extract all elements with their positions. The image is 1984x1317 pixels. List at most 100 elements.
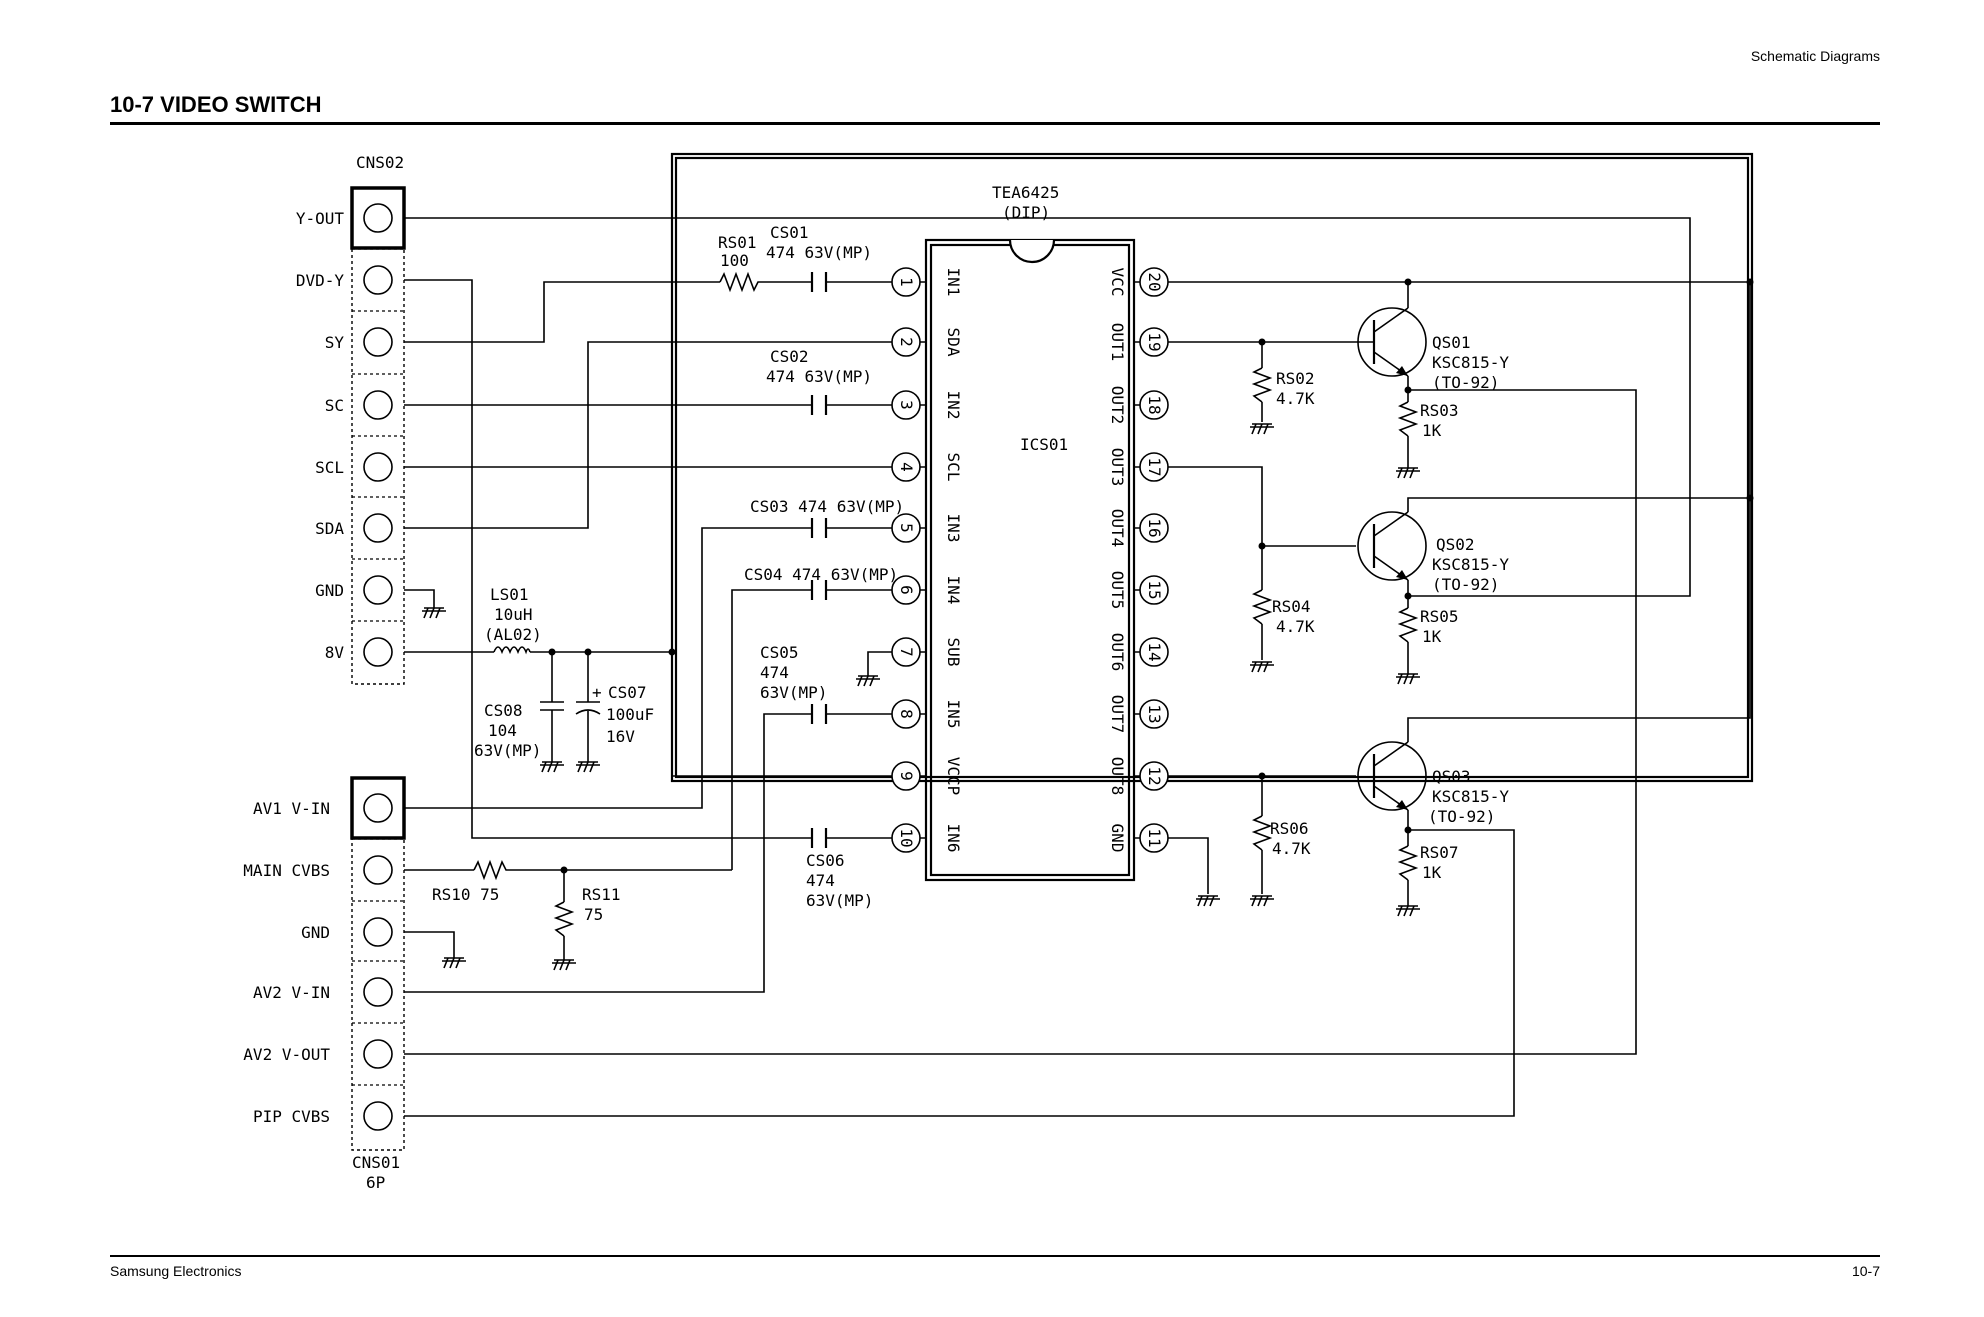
cns01-type: 6P	[366, 1173, 385, 1192]
ic-right-pin-number: 20	[1145, 272, 1164, 291]
cns02-pin-circle	[363, 575, 393, 605]
ic-right-pin-name: OUT5	[1108, 571, 1127, 610]
cns01-pin-label: PIP CVBS	[253, 1107, 330, 1126]
ic-left-pin-number: 8	[897, 709, 916, 719]
ic-left-pin-name: IN6	[944, 824, 963, 853]
cns01-pin-label: MAIN CVBS	[243, 861, 330, 880]
cs04-label: CS04 474 63V(MP)	[744, 565, 898, 584]
qs03-part: KSC815-Y	[1432, 787, 1509, 806]
rs04-value: 4.7K	[1276, 617, 1315, 636]
cs05-ref: CS05	[760, 643, 799, 662]
ic-right-pin-number: 11	[1145, 828, 1164, 847]
cns02-ref: CNS02	[356, 153, 404, 172]
ic-left-pin-name: IN1	[944, 268, 963, 297]
ic-left-pin-name: IN4	[944, 576, 963, 605]
cs05-value: 474	[760, 663, 789, 682]
ic-left-pin-number: 5	[897, 523, 916, 533]
ic-right-pin-name: OUT4	[1108, 509, 1127, 548]
rs11-ref: RS11	[582, 885, 621, 904]
rs01-value: 100	[720, 251, 749, 270]
cs05-rating: 63V(MP)	[760, 683, 827, 702]
section-header: Schematic Diagrams	[1750, 48, 1880, 64]
cns01-pin-label: AV2 V-IN	[253, 983, 330, 1002]
cs07-ref: CS07	[608, 683, 647, 702]
ic-right-pin	[1139, 575, 1169, 605]
rs07-value: 1K	[1422, 863, 1442, 882]
ic-left-pin-number: 1	[897, 277, 916, 287]
cns02-pin-label: SDA	[315, 519, 344, 538]
ic-right-pin	[1139, 513, 1169, 543]
qs02-ref: QS02	[1436, 535, 1475, 554]
ic-right-pin-number: 18	[1145, 395, 1164, 414]
ls01-ref: LS01	[490, 585, 529, 604]
qs03-package: (TO-92)	[1428, 807, 1495, 826]
ic-right-pin	[1139, 390, 1169, 420]
cns01-pin-label: AV2 V-OUT	[243, 1045, 330, 1064]
ic-right-pin-number: 12	[1145, 766, 1164, 785]
cns01-pin-label: GND	[301, 923, 330, 942]
cns01-ref: CNS01	[352, 1153, 400, 1172]
ic-left-pin-number: 4	[897, 462, 916, 472]
cs06-rating: 63V(MP)	[806, 891, 873, 910]
ic-right-pin-name: OUT1	[1108, 323, 1127, 362]
ic-right-pin	[1139, 699, 1169, 729]
ic-ref: ICS01	[1020, 435, 1068, 454]
ic-left-pin-number: 3	[897, 400, 916, 410]
rs04-ref: RS04	[1272, 597, 1311, 616]
header-rule	[110, 122, 1880, 125]
ic-left-pin-name: IN5	[944, 700, 963, 729]
cs01-ref: CS01	[770, 223, 809, 242]
cns02-pin-circle	[363, 390, 393, 420]
ic-right-pin-name: OUT8	[1108, 757, 1127, 796]
cns01-pin-circle	[363, 1101, 393, 1131]
cs02-value: 474 63V(MP)	[766, 367, 872, 386]
ic-right-pin-number: 16	[1145, 518, 1164, 537]
rs11-value: 75	[584, 905, 603, 924]
ic-right-pin-number: 13	[1145, 704, 1164, 723]
ic-part: TEA6425	[992, 183, 1059, 202]
input-wiring	[404, 217, 1691, 1117]
ic-right-pin-name: VCC	[1108, 268, 1127, 297]
rs07-ref: RS07	[1420, 843, 1459, 862]
rs06-ref: RS06	[1270, 819, 1309, 838]
cns01-pin-circle	[363, 917, 393, 947]
ic-left-pin-number: 2	[897, 337, 916, 347]
ic-right-pin-name: OUT6	[1108, 633, 1127, 672]
ic-right-pin	[1139, 637, 1169, 667]
cns02-pin-label: 8V	[325, 643, 345, 662]
ic-package: (DIP)	[1002, 203, 1050, 222]
qs01-ref: QS01	[1432, 333, 1471, 352]
cs08-value: 104	[488, 721, 517, 740]
rs10-label: RS10 75	[432, 885, 499, 904]
cns02-pin-label: SY	[325, 333, 345, 352]
cns02-pin-circle	[363, 265, 393, 295]
cs08-rating: 63V(MP)	[474, 741, 541, 760]
cs02-ref: CS02	[770, 347, 809, 366]
footer-company: Samsung Electronics	[110, 1263, 242, 1279]
ic-left-pin-number: 9	[897, 771, 916, 781]
cns02-pin-circle	[363, 327, 393, 357]
rs02-value: 4.7K	[1276, 389, 1315, 408]
ic-left-pin-number: 7	[897, 647, 916, 657]
rs06-value: 4.7K	[1272, 839, 1311, 858]
cns02-pin-label: GND	[315, 581, 344, 600]
cs08-ref: CS08	[484, 701, 523, 720]
cns01-pin-circle	[363, 793, 393, 823]
ic-left-pin-number: 6	[897, 585, 916, 595]
footer-rule	[110, 1255, 1880, 1257]
coupling-capacitors	[810, 272, 828, 848]
page-title: 10-7 VIDEO SWITCH	[110, 92, 322, 117]
ic-right-pin-number: 14	[1145, 642, 1164, 661]
qs01-package: (TO-92)	[1432, 373, 1499, 392]
rs03-ref: RS03	[1420, 401, 1459, 420]
ic-left-pin-name: VCCP	[944, 757, 963, 796]
ic-left-pin-name: SCL	[944, 453, 963, 482]
qs03-ref: QS03	[1432, 767, 1471, 786]
ic-left-pin-number: 10	[897, 828, 916, 847]
rs03-value: 1K	[1422, 421, 1442, 440]
cns02-pin-label: DVD-Y	[296, 271, 345, 290]
